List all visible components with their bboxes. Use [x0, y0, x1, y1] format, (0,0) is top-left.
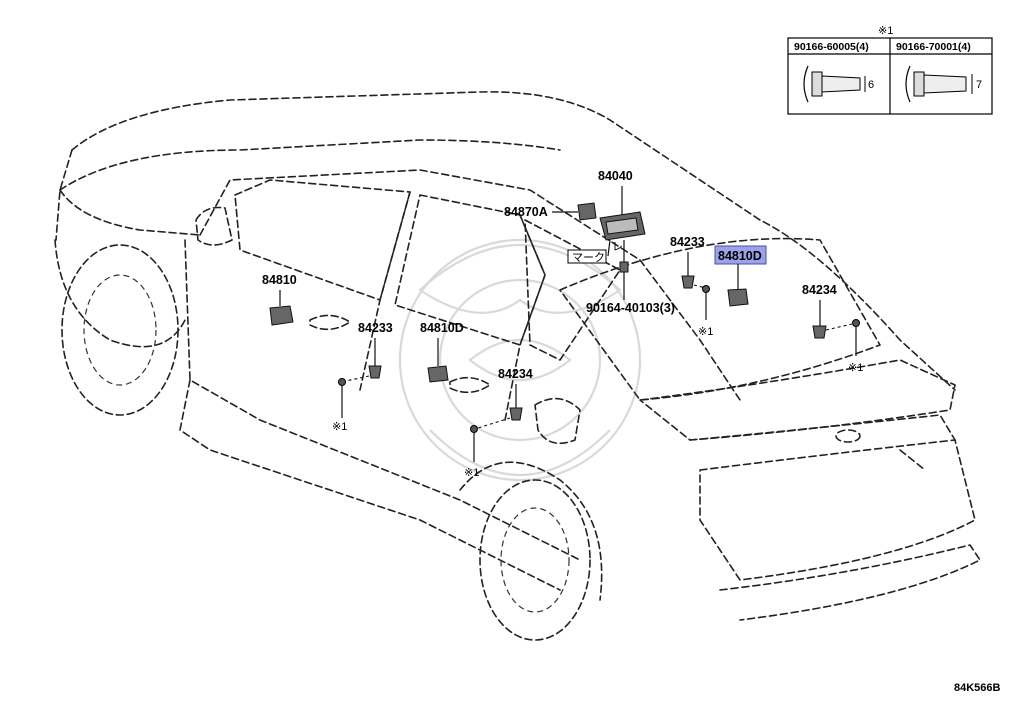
part-84810D-door: 84810D	[420, 321, 464, 383]
fastener-dim-1: 6	[868, 79, 874, 91]
part-84234-door: 84234 ※1	[464, 367, 533, 479]
note-mark-3: ※1	[332, 421, 347, 433]
fastener-part-no-1: 90166-60005(4)	[794, 41, 869, 53]
part-84233-door: 84233 ※1	[332, 321, 393, 433]
callout-84040[interactable]: 84040	[598, 169, 633, 183]
note-mark-1: ※1	[698, 326, 713, 338]
callout-84870A[interactable]: 84870A	[504, 205, 548, 219]
fastener-part-no-2: 90166-70001(4)	[896, 41, 971, 53]
fastener-dim-2: 7	[976, 79, 982, 91]
callout-84810D-highlight[interactable]: 84810D	[718, 249, 762, 263]
mark-label-2: レ	[612, 241, 623, 253]
note-mark-4: ※1	[464, 467, 479, 479]
callout-84234-right[interactable]: 84234	[802, 283, 837, 297]
callout-90164[interactable]: 90164-40103(3)	[586, 301, 675, 315]
watermark-emblem	[398, 238, 642, 482]
note-mark-2: ※1	[848, 362, 863, 374]
callout-84810[interactable]: 84810	[262, 273, 297, 287]
car-outline	[54, 91, 981, 641]
highlight-box	[714, 245, 767, 265]
table-note-mark: ※1	[878, 25, 893, 37]
part-84870A: 84870A	[504, 202, 597, 221]
clip-icon-2: 7	[905, 65, 982, 103]
part-84233-top: 84233 ※1	[670, 235, 713, 338]
mark-label: マーク	[572, 251, 605, 264]
callout-84233-top[interactable]: 84233	[670, 235, 705, 249]
part-84810D-highlight: 84810D	[714, 245, 767, 307]
part-84234-right: 84234 ※1	[802, 283, 863, 374]
callout-84234-door[interactable]: 84234	[498, 367, 533, 381]
callout-84233-door[interactable]: 84233	[358, 321, 393, 335]
callout-84810D-door[interactable]: 84810D	[420, 321, 464, 335]
part-84040: 84040 マーク レ 90164-40103(3)	[567, 169, 675, 315]
clip-icon-1: 6	[803, 65, 874, 103]
part-84810: 84810	[262, 273, 297, 326]
diagram-code: 84K566B	[954, 682, 1001, 694]
fastener-table: ※1 90166-60005(4) 90166-70001(4) 6 7	[787, 25, 993, 115]
